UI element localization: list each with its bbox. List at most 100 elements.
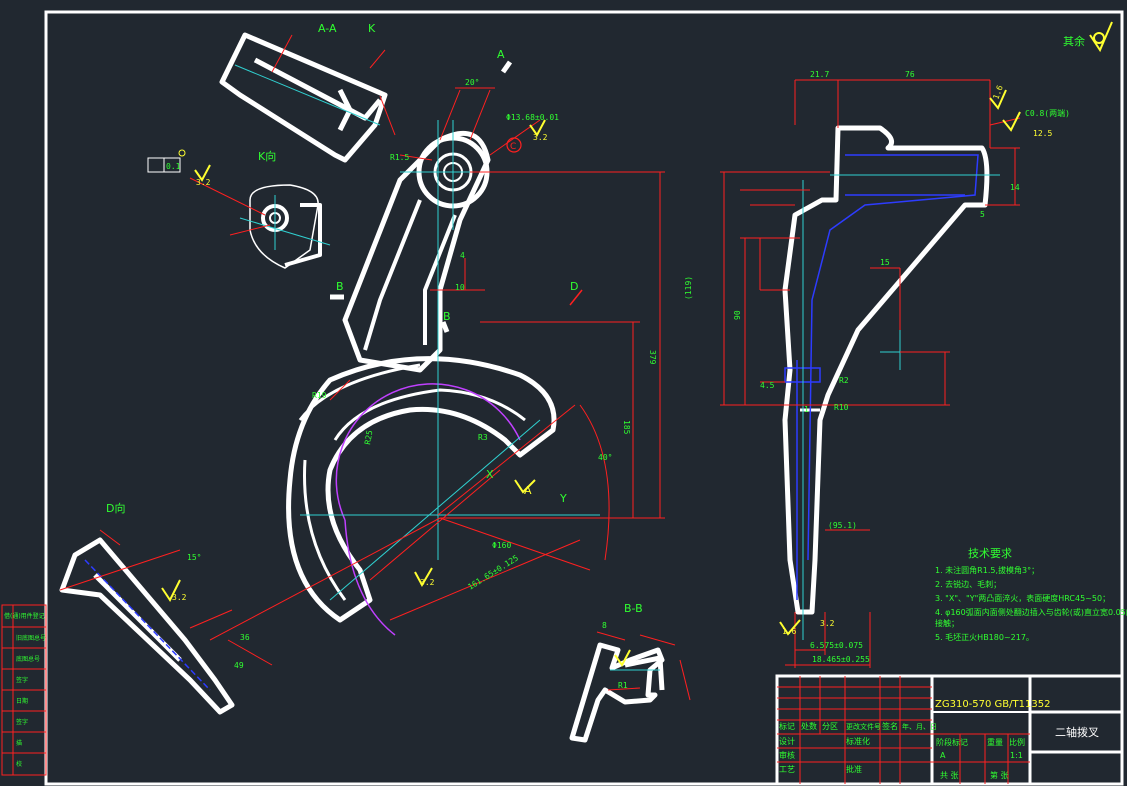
dim-14: 14 xyxy=(1010,183,1020,192)
section-bb-view xyxy=(569,642,665,743)
tech-req-line-1: 1. 未注圆角R1.5,拔模角3°； xyxy=(935,565,1039,575)
dim-r32b: 3.2 xyxy=(196,178,211,187)
labels: A-A K K向 D向 B-B A B B D X Y C A 其余 xyxy=(106,22,1085,615)
tb-scale-val: 1:1 xyxy=(1010,751,1023,760)
view-d-dims xyxy=(59,529,273,666)
dim-hole: Φ13.68±0.01 xyxy=(506,113,559,122)
label-marker-b2: B xyxy=(443,310,451,323)
label-k-arrow: K xyxy=(368,22,376,35)
strip-3: 签字 xyxy=(16,676,28,684)
dim-r2: R2 xyxy=(839,376,849,385)
label-marker-b: B xyxy=(336,280,344,293)
tb-zone: 分区 xyxy=(822,722,838,731)
dim-r32d: 3.2 xyxy=(172,593,187,602)
tech-req-line-3: 3. "X"、"Y"两凸面淬火，表面硬度HRC45~50； xyxy=(935,593,1110,603)
sheet-border xyxy=(44,10,1124,786)
technical-requirements: 技术要求 1. 未注圆角R1.5,拔模角3°； 2. 去锐边、毛刺； 3. "X… xyxy=(935,547,1127,642)
dim-5: 5 xyxy=(980,210,985,219)
tb-scale: 比例 xyxy=(1009,737,1025,747)
view-d-arrow xyxy=(569,289,583,306)
strip-0: 借(通)用件登记 xyxy=(4,612,45,620)
view-k-centerlines xyxy=(239,195,331,250)
tb-sheet: 第 张 xyxy=(990,770,1009,780)
tb-std: 标准化 xyxy=(846,736,870,746)
label-section-aa: A-A xyxy=(318,22,337,35)
tb-date: 年、月、日 xyxy=(902,722,937,731)
dim-r32e: 3.2 xyxy=(820,619,835,628)
centerlines-main xyxy=(300,120,600,601)
dim-379: 379 xyxy=(648,350,657,365)
dim-119: (119) xyxy=(684,276,693,300)
dim-4: 4 xyxy=(460,251,465,260)
strip-2: 底图总号 xyxy=(16,655,40,663)
pitch-arc xyxy=(335,383,521,521)
label-marker-a: A xyxy=(497,48,505,61)
dim-45: 4.5 xyxy=(760,381,775,390)
dim-a40: 40° xyxy=(598,453,612,462)
label-x: X xyxy=(486,468,494,481)
dim-76: 76 xyxy=(905,70,915,79)
section-bb-dims xyxy=(596,631,691,701)
title-block xyxy=(775,674,1124,786)
fork-main-view xyxy=(286,130,557,623)
dim-r15: R1.5 xyxy=(390,153,409,162)
dim-217: 21.7 xyxy=(810,70,829,79)
left-strip-text: 借(通)用件登记 旧底图总号 底图总号 签字 日期 签字 描 校 xyxy=(4,612,46,768)
view-d-hidden xyxy=(84,559,211,691)
dim-c08: C0.8(两端) xyxy=(1025,108,1070,118)
dim-15deg: 15° xyxy=(187,553,201,562)
dim-phi160: Φ160 xyxy=(492,541,511,550)
dim-r1: R1 xyxy=(618,681,628,690)
dim-161: 161.65±0.125 xyxy=(466,553,520,591)
dim-r25: R25 xyxy=(363,429,374,445)
tb-weight: 重量 xyxy=(987,737,1003,747)
dim-1: 1 xyxy=(804,405,809,414)
left-strip-table xyxy=(1,604,47,776)
label-section-bb: B-B xyxy=(624,602,643,615)
tech-req-line-6: 5. 毛坯正火HB180~217。 xyxy=(935,632,1034,642)
section-marks-main xyxy=(330,60,513,333)
tb-approve: 批准 xyxy=(846,764,862,774)
title-block-text: ZG310-570 GB/T11352 二轴拨叉 标记 处数 分区 更改文件号 … xyxy=(779,699,1099,780)
tech-req-line-2: 2. 去锐边、毛刺； xyxy=(935,579,1001,589)
dim-49: 49 xyxy=(234,661,244,670)
tb-count: 处数 xyxy=(801,721,817,731)
dim-r3: R3 xyxy=(478,433,488,442)
material-standard: ZG310-570 GB/T11352 xyxy=(935,699,1050,710)
dim-r32c: 3.2 xyxy=(420,578,435,587)
view-d xyxy=(59,537,235,715)
tech-req-line-4: 4. φ160弧面内面侧处翻边插入与齿轮(或)直立宽0.05的 xyxy=(935,607,1127,617)
label-marker-d: D xyxy=(570,280,578,293)
datum-dot xyxy=(178,149,186,157)
tb-design: 设计 xyxy=(779,736,795,746)
dim-tol: 0.1 xyxy=(166,162,181,171)
label-view-d: D向 xyxy=(106,501,125,515)
dim-6575: 6.575±0.075 xyxy=(810,641,863,650)
label-datum-c: C xyxy=(510,142,516,152)
tb-craft: 工艺 xyxy=(779,765,795,774)
tb-check: 审核 xyxy=(779,750,795,760)
tb-change: 更改文件号 xyxy=(846,722,881,731)
strip-5: 签字 xyxy=(16,718,28,726)
dim-r19: R19 xyxy=(312,391,327,400)
view-k-dims xyxy=(189,177,271,236)
dim-angle20: 20° xyxy=(465,78,479,87)
strip-6: 描 xyxy=(16,739,22,747)
dim-185: 185 xyxy=(622,420,631,435)
label-view-k: K向 xyxy=(258,149,276,163)
dim-15: 15 xyxy=(880,258,890,267)
side-view xyxy=(782,125,990,615)
strip-7: 校 xyxy=(16,760,22,768)
dim-r32a: 3.2 xyxy=(533,133,548,142)
tb-stage-a: A xyxy=(940,751,946,760)
tb-sheets: 共 张 xyxy=(940,771,959,780)
dim-r125: 12.5 xyxy=(1033,129,1052,138)
section-aa-dims xyxy=(271,34,396,136)
section-aa-centerline xyxy=(234,64,381,126)
side-view-dims xyxy=(720,79,1021,668)
dim-951: (95.1) xyxy=(828,521,857,530)
label-y: Y xyxy=(559,492,567,505)
strip-1: 旧底图总号 xyxy=(16,634,46,642)
